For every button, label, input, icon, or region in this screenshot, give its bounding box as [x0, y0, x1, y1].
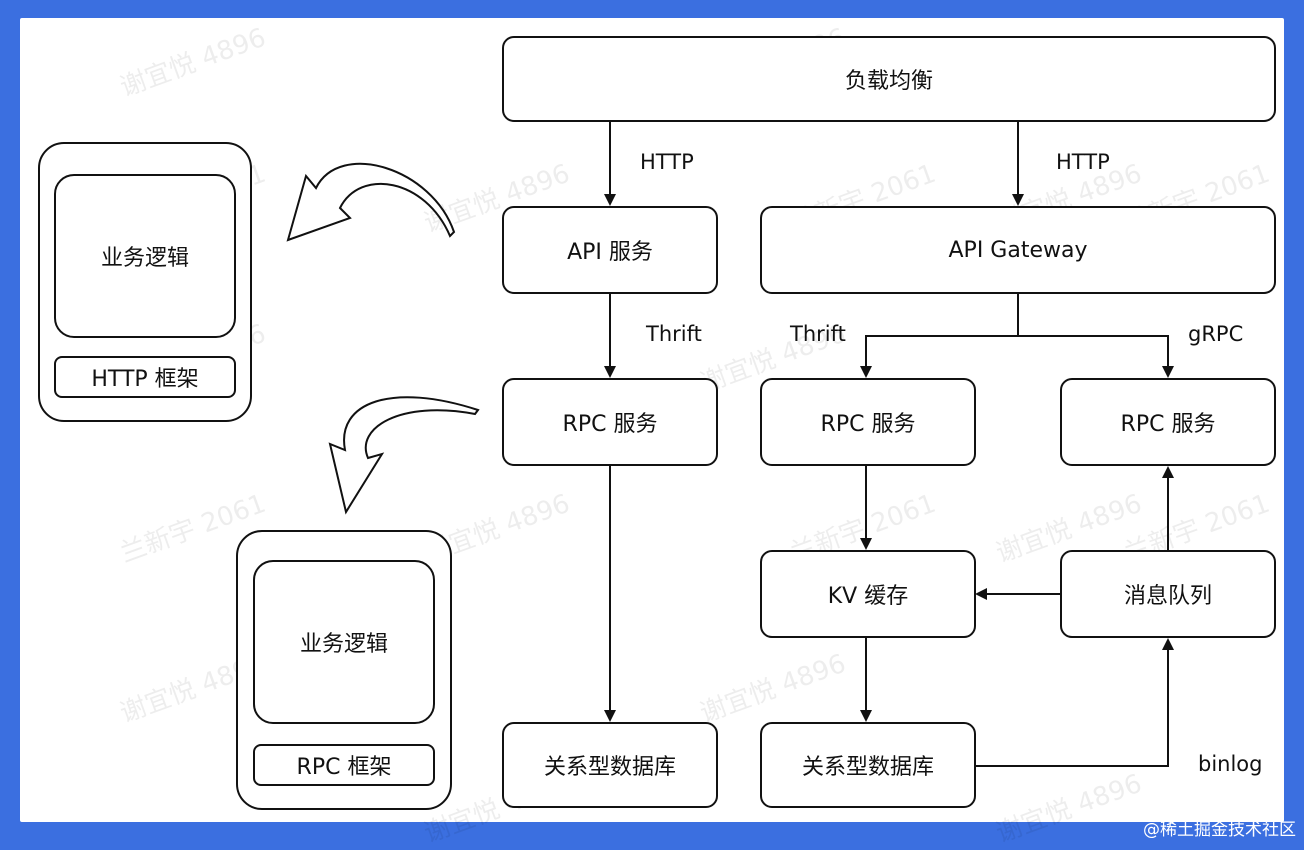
- http-stack-panel: 业务逻辑 HTTP 框架: [38, 142, 252, 422]
- edge-label-thrift-right: Thrift: [790, 322, 846, 346]
- arrow-db-to-mq: [976, 640, 1168, 766]
- api-service-node: API 服务: [502, 206, 718, 294]
- arrow-gateway-to-rpc-right: [1018, 336, 1168, 376]
- api-gateway-node: API Gateway: [760, 206, 1276, 294]
- edge-label-grpc: gRPC: [1188, 322, 1243, 346]
- curved-arrow-lower: [330, 397, 478, 512]
- edge-label-http-right: HTTP: [1056, 150, 1110, 174]
- rpc-stack-logic: 业务逻辑: [253, 560, 435, 724]
- rpc-service-right-node: RPC 服务: [1060, 378, 1276, 466]
- edge-label-binlog: binlog: [1198, 752, 1263, 776]
- footer-credit: @稀土掘金技术社区: [1143, 815, 1296, 840]
- database-left-node: 关系型数据库: [502, 722, 718, 808]
- load-balancer-node: 负载均衡: [502, 36, 1276, 122]
- rpc-stack-panel: 业务逻辑 RPC 框架: [236, 530, 452, 810]
- message-queue-node: 消息队列: [1060, 550, 1276, 638]
- rpc-service-left-node: RPC 服务: [502, 378, 718, 466]
- curved-arrow-upper: [288, 164, 454, 240]
- diagram-canvas: 谢宜悦 4896 谢宜悦 4896 兰新宇 2061 谢宜悦 4896 兰新宇 …: [20, 18, 1284, 822]
- edge-label-http-left: HTTP: [640, 150, 694, 174]
- rpc-service-mid-node: RPC 服务: [760, 378, 976, 466]
- database-right-node: 关系型数据库: [760, 722, 976, 808]
- http-stack-framework: HTTP 框架: [54, 356, 236, 398]
- http-stack-logic: 业务逻辑: [54, 174, 236, 338]
- rpc-stack-framework: RPC 框架: [253, 744, 435, 786]
- edge-label-thrift-left: Thrift: [646, 322, 702, 346]
- kv-cache-node: KV 缓存: [760, 550, 976, 638]
- arrow-gateway-to-rpc-mid: [866, 294, 1018, 376]
